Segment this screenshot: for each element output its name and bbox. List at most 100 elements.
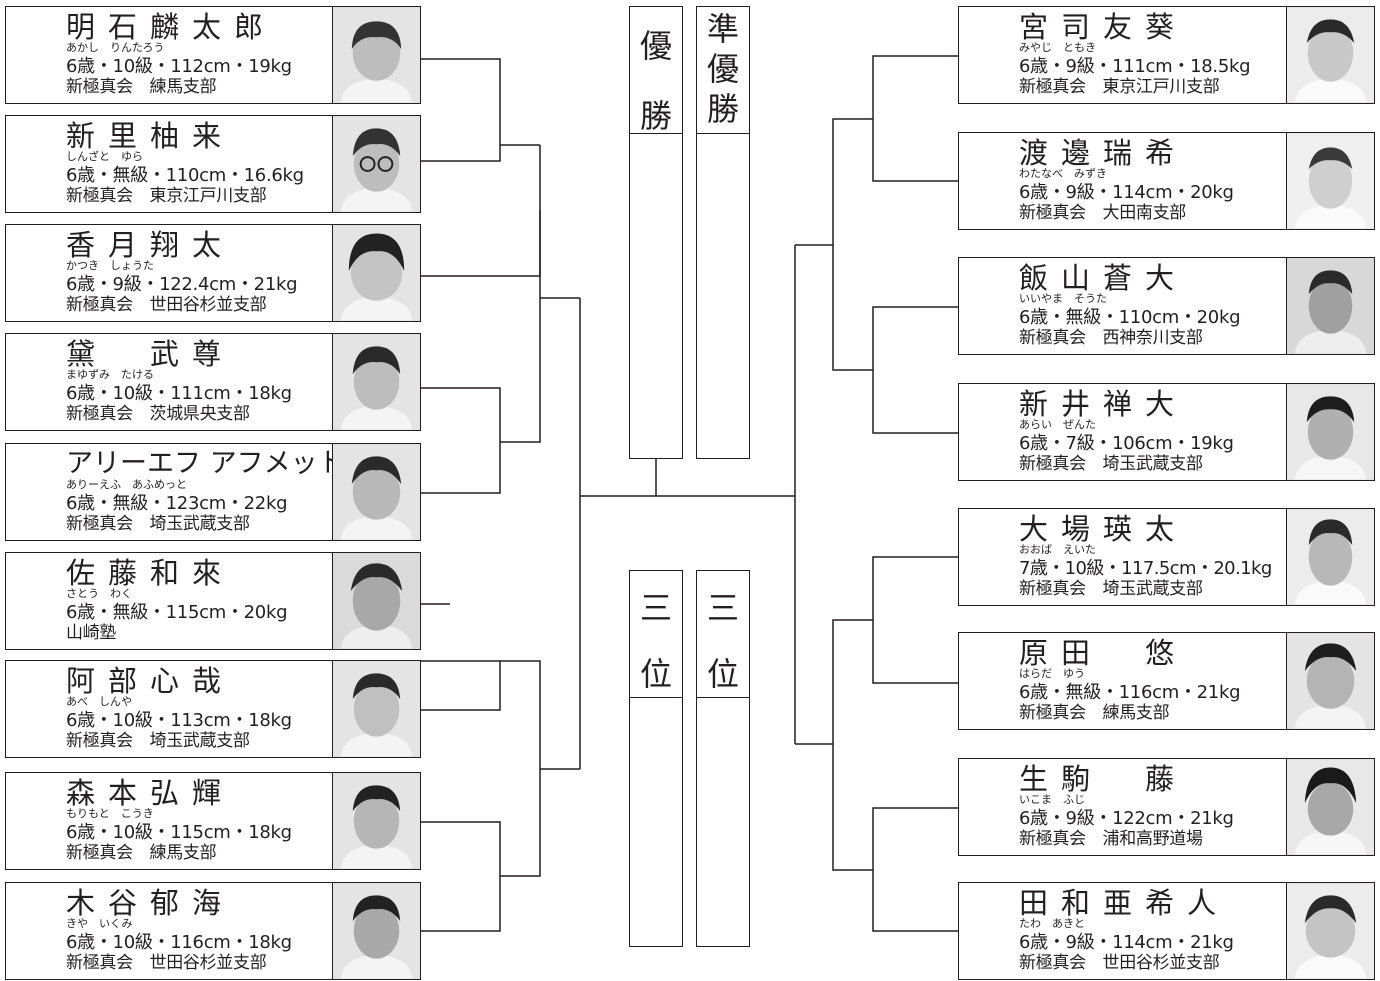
competitor-club: 新極真会 練馬支部 xyxy=(66,843,217,863)
competitor-name: 田和亜希人 xyxy=(1019,886,1230,920)
competitor-name: 生駒 藤 xyxy=(1019,762,1188,796)
competitor-stats: 6歳・10級・113cm・18kg xyxy=(66,710,292,731)
competitor-stats: 6歳・7級・106cm・19kg xyxy=(1019,433,1234,454)
competitor-club: 新極真会 埼玉武蔵支部 xyxy=(1019,454,1203,474)
competitor-stats: 7歳・10級・117.5cm・20.1kg xyxy=(1019,558,1272,579)
competitor-stats: 6歳・無級・110cm・16.6kg xyxy=(66,165,304,186)
competitor-stats: 6歳・10級・115cm・18kg xyxy=(66,822,292,843)
runner-up-box: 準優勝 xyxy=(696,6,750,459)
competitor-name: 原田 悠 xyxy=(1019,636,1188,670)
competitor-kana: みやじ ともき xyxy=(1019,41,1096,54)
competitor-club: 新極真会 茨城県央支部 xyxy=(66,404,250,424)
competitor-club: 新極真会 埼玉武蔵支部 xyxy=(1019,579,1203,599)
competitor-photo xyxy=(332,116,420,212)
competitor-name: 黛 武尊 xyxy=(66,337,235,371)
competitor-card-right-8: 田和亜希人 たわ あきと 6歳・9級・114cm・21kg 新極真会 世田谷杉並… xyxy=(958,882,1375,980)
competitor-photo xyxy=(1286,7,1374,103)
competitor-card-left-3: 香月翔太 かつき しょうた 6歳・9級・122.4cm・21kg 新極真会 世田… xyxy=(5,224,421,322)
competitor-photo xyxy=(332,7,420,103)
competitor-name: 阿部心哉 xyxy=(66,664,235,698)
competitor-photo xyxy=(1286,509,1374,605)
competitor-card-left-5: アリーエフ アフメット ありーえふ あふめっと 6歳・無級・123cm・22kg… xyxy=(5,443,421,541)
competitor-stats: 6歳・10級・111cm・18kg xyxy=(66,383,292,404)
competitor-stats: 6歳・9級・111cm・18.5kg xyxy=(1019,56,1251,77)
competitor-club: 山崎塾 xyxy=(66,623,117,643)
competitor-stats: 6歳・9級・122.4cm・21kg xyxy=(66,274,298,295)
competitor-name: 宮司友葵 xyxy=(1019,10,1188,44)
competitor-photo xyxy=(1286,759,1374,855)
competitor-club: 新極真会 世田谷杉並支部 xyxy=(66,295,267,315)
competitor-card-left-8: 森本弘輝 もりもと こうき 6歳・10級・115cm・18kg 新極真会 練馬支… xyxy=(5,772,421,870)
competitor-club: 新極真会 西神奈川支部 xyxy=(1019,328,1203,348)
competitor-kana: かつき しょうた xyxy=(66,259,154,272)
competitor-name: 新里柚来 xyxy=(66,119,235,153)
competitor-name: 渡邊瑞希 xyxy=(1019,136,1188,170)
competitor-card-right-3: 飯山蒼大 いいやま そうた 6歳・無級・110cm・20kg 新極真会 西神奈川… xyxy=(958,257,1375,355)
competitor-card-left-9: 木谷郁海 きや いくみ 6歳・10級・116cm・18kg 新極真会 世田谷杉並… xyxy=(5,882,421,980)
competitor-card-left-1: 明石麟太郎 あかし りんたろう 6歳・10級・112cm・19kg 新極真会 練… xyxy=(5,6,421,104)
competitor-name: 飯山蒼大 xyxy=(1019,261,1188,295)
competitor-kana: しんざと ゆら xyxy=(66,150,143,163)
competitor-name: 大場瑛太 xyxy=(1019,512,1188,546)
competitor-card-right-1: 宮司友葵 みやじ ともき 6歳・9級・111cm・18.5kg 新極真会 東京江… xyxy=(958,6,1375,104)
competitor-kana: ありーえふ あふめっと xyxy=(66,478,187,491)
competitor-card-right-5: 大場瑛太 おおば えいた 7歳・10級・117.5cm・20.1kg 新極真会 … xyxy=(958,508,1375,606)
competitor-club: 新極真会 埼玉武蔵支部 xyxy=(66,514,250,534)
competitor-stats: 6歳・9級・122cm・21kg xyxy=(1019,808,1234,829)
competitor-stats: 6歳・10級・112cm・19kg xyxy=(66,56,292,77)
competitor-kana: わたなべ みずき xyxy=(1019,167,1107,180)
competitor-stats: 6歳・9級・114cm・20kg xyxy=(1019,182,1234,203)
competitor-name: 木谷郁海 xyxy=(66,886,235,920)
competitor-photo xyxy=(1286,633,1374,729)
competitor-photo xyxy=(332,553,420,649)
champion-box: 優勝 xyxy=(629,6,683,459)
competitor-kana: おおば えいた xyxy=(1019,543,1096,556)
competitor-photo xyxy=(332,773,420,869)
competitor-photo xyxy=(332,883,420,979)
competitor-card-left-7: 阿部心哉 あべ しんや 6歳・10級・113cm・18kg 新極真会 埼玉武蔵支… xyxy=(5,660,421,758)
competitor-card-right-7: 生駒 藤 いこま ふじ 6歳・9級・122cm・21kg 新極真会 浦和高野道場 xyxy=(958,758,1375,856)
competitor-name: 香月翔太 xyxy=(66,228,235,262)
competitor-kana: いいやま そうた xyxy=(1019,292,1107,305)
competitor-card-right-4: 新井禅大 あらい ぜんた 6歳・7級・106cm・19kg 新極真会 埼玉武蔵支… xyxy=(958,383,1375,481)
competitor-card-left-6: 佐藤和來 さとう わく 6歳・無級・115cm・20kg 山崎塾 xyxy=(5,552,421,650)
competitor-kana: あかし りんたろう xyxy=(66,41,165,54)
competitor-club: 新極真会 大田南支部 xyxy=(1019,203,1186,223)
competitor-kana: あべ しんや xyxy=(66,695,132,708)
rank-divider xyxy=(697,133,749,134)
competitor-card-left-2: 新里柚来 しんざと ゆら 6歳・無級・110cm・16.6kg 新極真会 東京江… xyxy=(5,115,421,213)
third-place-label: 三位 xyxy=(639,589,672,693)
competitor-kana: もりもと こうき xyxy=(66,807,154,820)
competitor-stats: 6歳・無級・110cm・20kg xyxy=(1019,307,1241,328)
competitor-kana: あらい ぜんた xyxy=(1019,418,1096,431)
competitor-club: 新極真会 東京江戸川支部 xyxy=(66,186,267,206)
competitor-kana: まゆずみ たける xyxy=(66,368,154,381)
competitor-kana: きや いくみ xyxy=(66,917,133,930)
competitor-photo xyxy=(1286,133,1374,229)
competitor-stats: 6歳・無級・116cm・21kg xyxy=(1019,682,1241,703)
competitor-kana: いこま ふじ xyxy=(1019,793,1085,806)
competitor-photo xyxy=(332,334,420,430)
competitor-photo xyxy=(1286,384,1374,480)
competitor-kana: はらだ ゆう xyxy=(1019,667,1085,680)
competitor-name: アリーエフ アフメット xyxy=(66,448,345,479)
competitor-photo xyxy=(1286,258,1374,354)
competitor-card-right-2: 渡邊瑞希 わたなべ みずき 6歳・9級・114cm・20kg 新極真会 大田南支… xyxy=(958,132,1375,230)
competitor-club: 新極真会 練馬支部 xyxy=(1019,703,1170,723)
competitor-photo xyxy=(332,225,420,321)
competitor-name: 新井禅大 xyxy=(1019,387,1188,421)
competitor-card-right-6: 原田 悠 はらだ ゆう 6歳・無級・116cm・21kg 新極真会 練馬支部 xyxy=(958,632,1375,730)
competitor-photo xyxy=(332,444,420,540)
third-place-box-a: 三位 xyxy=(629,570,683,947)
runner-up-label: 準優勝 xyxy=(706,10,739,128)
rank-divider xyxy=(630,133,682,134)
competitor-photo xyxy=(332,661,420,757)
rank-divider xyxy=(630,697,682,698)
competitor-stats: 6歳・10級・116cm・18kg xyxy=(66,932,292,953)
competitor-club: 新極真会 練馬支部 xyxy=(66,77,217,97)
third-place-box-b: 三位 xyxy=(696,570,750,947)
champion-label: 優勝 xyxy=(639,27,672,135)
competitor-card-left-4: 黛 武尊 まゆずみ たける 6歳・10級・111cm・18kg 新極真会 茨城県… xyxy=(5,333,421,431)
competitor-name: 明石麟太郎 xyxy=(66,10,277,44)
competitor-name: 佐藤和來 xyxy=(66,556,235,590)
